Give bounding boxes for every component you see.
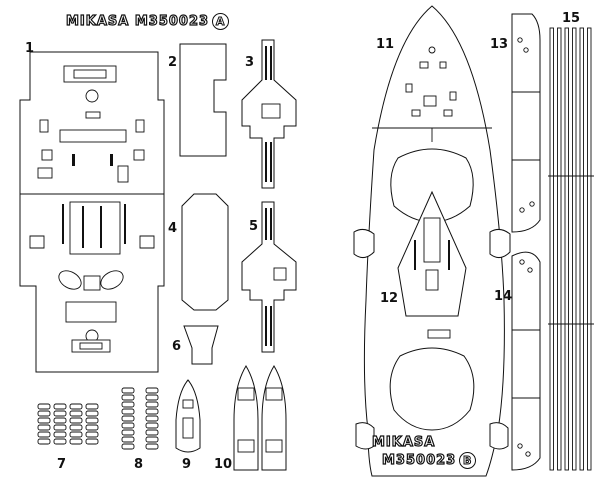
part-13-side-rail (511, 13, 541, 233)
rail (572, 27, 577, 471)
ladder-rung (85, 438, 99, 445)
ladder-rung (145, 415, 159, 422)
rail (579, 27, 584, 471)
part-6-funnel-cap (183, 325, 219, 365)
ladder-rung (145, 387, 159, 394)
part-label-8: 8 (134, 457, 144, 472)
ladder-rung (121, 443, 135, 450)
part-label-3: 3 (245, 55, 255, 70)
ladder-rung (69, 424, 83, 431)
ladder-rung (53, 431, 67, 438)
part-5-bridge-plate (241, 201, 297, 353)
ladder-rung (145, 443, 159, 450)
ladder-rung (69, 410, 83, 417)
part-4-panel (181, 193, 229, 311)
part-2-side-panel (179, 43, 227, 157)
ladder-rung (85, 410, 99, 417)
ladder-rung (37, 424, 51, 431)
part-label-10: 10 (214, 457, 233, 472)
part-7-ladders (37, 403, 99, 445)
part-1-deck-plate (19, 51, 165, 373)
ladder-rung (37, 438, 51, 445)
ladder-rung (37, 403, 51, 410)
ladder-rung (69, 417, 83, 424)
ladder-rung (85, 403, 99, 410)
sheet-badge-a: A (212, 13, 230, 30)
sheet-title-b: MIKASA (371, 435, 436, 450)
sheet-title-a-text: MIKASA M350023 (65, 14, 210, 29)
part-label-9: 9 (182, 457, 192, 472)
rail (557, 27, 562, 471)
rail (564, 27, 569, 471)
ladder-rung (121, 422, 135, 429)
sheet-title-b-line1: MIKASA (371, 435, 436, 450)
ladder-rung (145, 429, 159, 436)
ladder-rung (145, 408, 159, 415)
ladder-rung (69, 438, 83, 445)
ladder-rung (53, 410, 67, 417)
part-label-4: 4 (168, 221, 178, 236)
ladder-rung (121, 429, 135, 436)
rail (549, 27, 554, 471)
part-label-2: 2 (168, 55, 178, 70)
ladder-rung (53, 438, 67, 445)
part-label-13: 13 (490, 37, 509, 52)
ladder-rung (69, 403, 83, 410)
part-15-railings (548, 27, 594, 471)
part-14-side-rail (511, 251, 541, 471)
ladder-rung (37, 410, 51, 417)
ladder-rung (121, 394, 135, 401)
part-label-14: 14 (494, 289, 513, 304)
ladder-rung (53, 403, 67, 410)
ladder-rung (85, 417, 99, 424)
part-label-15: 15 (562, 11, 581, 26)
ladder-rung (85, 431, 99, 438)
part-11-12-forward-deck (353, 5, 511, 477)
ladder-rung (37, 431, 51, 438)
sheet-title-b-line2: M350023 (381, 453, 457, 468)
part-label-12: 12 (380, 291, 399, 306)
ladder-rung (121, 387, 135, 394)
part-label-1: 1 (25, 41, 35, 56)
part-3-bridge-plate (241, 39, 297, 189)
ladder-rung (37, 417, 51, 424)
ladder-rung (85, 424, 99, 431)
part-9-boat (175, 379, 201, 453)
ladder-rung (121, 408, 135, 415)
ladder-rung (69, 431, 83, 438)
ladder-rung (145, 436, 159, 443)
ladder-rung (145, 422, 159, 429)
sheet-badge-b: B (459, 452, 477, 469)
ladder-rung (53, 417, 67, 424)
part-label-6: 6 (172, 339, 182, 354)
part-label-11: 11 (376, 37, 395, 52)
ladder-rung (53, 424, 67, 431)
ladder-rung (121, 436, 135, 443)
part-10-boats (233, 365, 287, 471)
part-label-5: 5 (249, 219, 259, 234)
rail (587, 27, 592, 471)
part-8-ladders (121, 387, 159, 450)
ladder-rung (145, 394, 159, 401)
ladder-rung (121, 401, 135, 408)
ladder-rung (145, 401, 159, 408)
ladder-rung (121, 415, 135, 422)
part-label-7: 7 (57, 457, 67, 472)
